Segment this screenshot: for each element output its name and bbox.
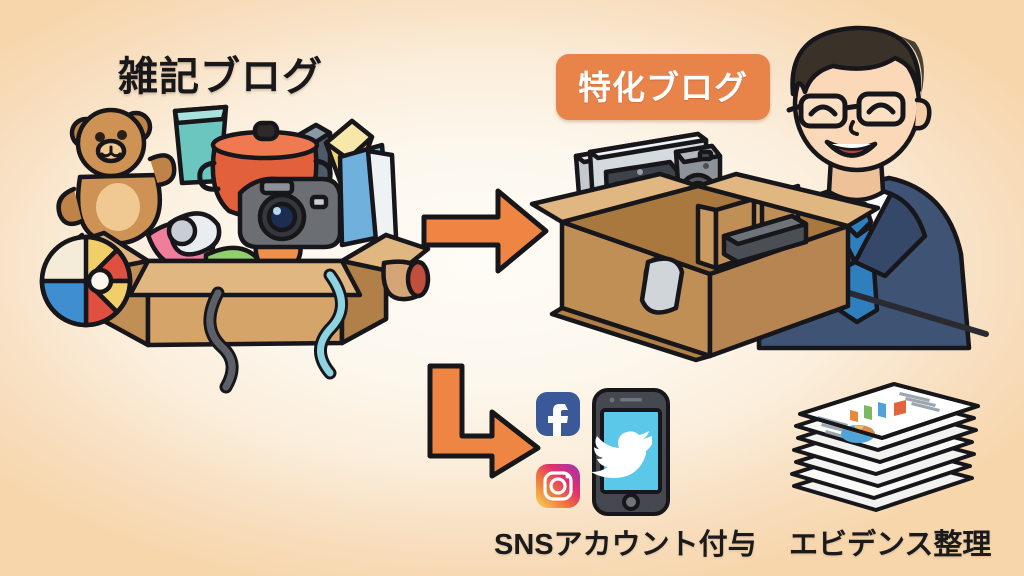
document-stack [776, 378, 991, 518]
organized-box-group [529, 130, 881, 363]
caption-evidence: エビデンス整理 [789, 529, 992, 561]
sns-icon-group [532, 388, 672, 516]
desk-edge-line [843, 286, 1024, 346]
hard-drive [721, 213, 809, 265]
caption-sns: SNSアカウント付与 [494, 529, 757, 561]
cluttered-box-group [30, 85, 431, 394]
facebook-icon [536, 392, 580, 436]
twitter-bird-icon [591, 431, 652, 478]
page-title-left: 雑記ブログ [118, 55, 323, 99]
thermos [166, 211, 222, 257]
teddy-bear [56, 107, 177, 266]
elbow-arrow [412, 360, 547, 480]
smartphone [591, 388, 670, 516]
camera [237, 176, 343, 250]
rolled-mat [381, 259, 431, 302]
beach-ball [39, 234, 133, 328]
status-badge-right: 特化ブログ [556, 54, 770, 120]
badge-label: 特化ブログ [578, 69, 748, 106]
camera-lens [639, 256, 685, 315]
cardboard-box-right [529, 171, 881, 363]
glasses-icon [786, 91, 906, 129]
right-arrow [420, 185, 550, 277]
instagram-icon [536, 464, 580, 508]
